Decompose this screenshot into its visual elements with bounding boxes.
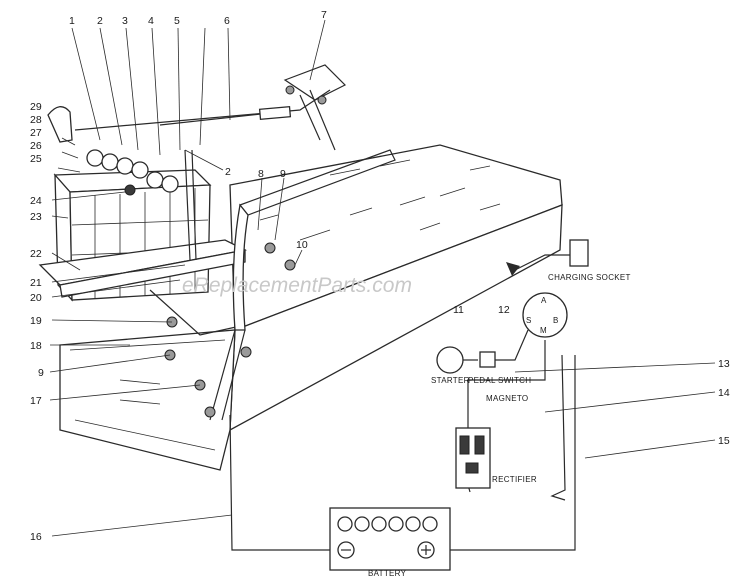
callout-22: 22	[30, 248, 42, 260]
terminal-s-label: S	[526, 316, 532, 325]
callout-19: 19	[30, 315, 42, 327]
callout-2-second: 2	[225, 166, 231, 178]
callout-5: 5	[174, 15, 180, 27]
callout-15: 15	[718, 435, 730, 447]
callout-4: 4	[148, 15, 154, 27]
callout-13: 13	[718, 358, 730, 370]
pedal-switch-icon	[479, 351, 496, 368]
charging-socket-icon	[569, 239, 589, 267]
battery-label: BATTERY	[368, 569, 407, 578]
magneto-label: MAGNETO	[486, 394, 528, 403]
starter-label: STARTER	[431, 376, 470, 385]
watermark-text: eReplacementParts.com	[182, 274, 412, 297]
callout-7: 7	[321, 9, 327, 21]
callout-9: 9	[280, 168, 286, 180]
charging-socket-label: CHARGING SOCKET	[548, 273, 631, 282]
callout-20: 20	[30, 292, 42, 304]
callout-3: 3	[122, 15, 128, 27]
callout-23: 23	[30, 211, 42, 223]
callout-10: 10	[296, 239, 308, 251]
pedal-switch-label: PEDAL SWITCH	[468, 376, 531, 385]
terminal-b-label: B	[553, 316, 559, 325]
callout-18: 18	[30, 340, 42, 352]
rectifier-label: RECTIFIER	[492, 475, 537, 484]
callout-25: 25	[30, 153, 42, 165]
battery-assembly	[38, 106, 248, 336]
callout-11: 11	[453, 304, 464, 316]
starter-icon	[436, 346, 464, 374]
hold-down-rods	[74, 64, 396, 421]
callout-14: 14	[718, 387, 730, 399]
terminal-m-label: M	[540, 326, 547, 335]
wiring-schematic	[229, 239, 589, 571]
callout-27: 27	[30, 127, 42, 139]
callout-16: 16	[30, 531, 42, 543]
callout-2: 2	[97, 15, 103, 27]
callout-28: 28	[30, 114, 42, 126]
callout-numbers: 1 2 3 4 5 6 7 2 8 9 10 11 12 13 14 15 16…	[30, 9, 730, 543]
callout-1: 1	[69, 15, 75, 27]
callout-9-second: 9	[38, 367, 44, 379]
arrow-icon	[506, 262, 520, 276]
callout-24: 24	[30, 195, 42, 207]
callout-6: 6	[224, 15, 230, 27]
terminal-a-label: A	[541, 296, 547, 305]
callout-26: 26	[30, 140, 42, 152]
callout-21: 21	[30, 277, 42, 289]
schematic-labels: CHARGING SOCKET STARTER PEDAL SWITCH MAG…	[368, 273, 631, 578]
ignition-switch-icon	[522, 292, 568, 338]
callout-12: 12	[498, 304, 510, 316]
callout-17: 17	[30, 395, 42, 407]
leader-lines	[49, 19, 716, 537]
callout-29: 29	[30, 101, 42, 113]
callout-8: 8	[258, 168, 264, 180]
